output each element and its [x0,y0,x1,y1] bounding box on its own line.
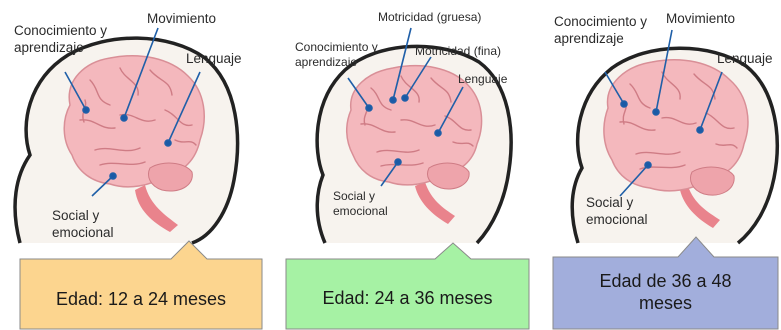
pointer-lines [347,27,464,187]
label-gross-motor: Motricidad (gruesa) [378,10,482,24]
label-language: Lenguaje [717,51,773,66]
head-brain-illustration [315,27,513,245]
label-language: Lenguaje [458,72,508,86]
brain-panel-24-36: Motricidad (gruesa) Conocimiento y apren… [283,0,528,245]
callout-shape [552,236,779,330]
brain [346,65,483,186]
callout-shape [285,242,530,330]
brain-panel-36-48: Conocimiento y aprendizaje Movimiento Le… [550,0,781,245]
brain-stem [135,185,178,232]
brain-panel-12-24: Conocimiento y aprendizaje Movimiento Le… [0,0,250,245]
brain-folds [360,75,474,167]
label-movement: Movimiento [147,11,217,26]
cerebellum [690,166,735,196]
head-brain-illustration [570,29,779,245]
age-label: Edad: 24 a 36 meses [322,288,493,308]
brain [603,59,749,192]
head-brain-illustration [13,27,240,245]
label-knowledge: Conocimiento y aprendizaje [554,14,648,46]
label-fine-motor: Motricidad (fina) [415,44,502,58]
label-social: Social y emocional [333,189,388,218]
label-language: Lenguaje [186,51,242,66]
age-callout-36-48: Edad de 36 a 48 meses [552,236,779,330]
label-social: Social y emocional [52,208,114,240]
brain [63,55,205,188]
pointer-lines [64,27,201,197]
age-label: Edad de 36 a 48 meses [599,271,732,313]
label-knowledge: Conocimiento y aprendizaje [295,40,378,69]
cerebellum [427,162,470,190]
cerebellum [148,162,193,192]
age-label: Edad: 12 a 24 meses [55,289,227,309]
label-social: Social y emocional [586,195,648,227]
age-callout-12-24: Edad: 12 a 24 meses [19,240,263,330]
callout-shape [19,240,263,330]
brain-stem [415,182,455,224]
brain-stem [680,186,720,228]
label-movement: Movimiento [666,11,736,26]
label-knowledge: Conocimiento y aprendizaje [14,23,108,55]
age-callout-24-36: Edad: 24 a 36 meses [285,242,530,330]
pointer-lines [604,29,723,197]
